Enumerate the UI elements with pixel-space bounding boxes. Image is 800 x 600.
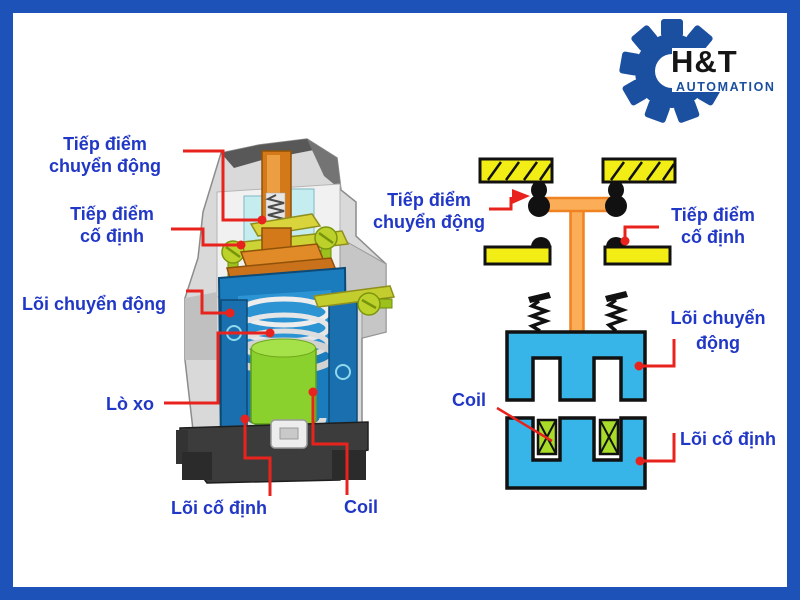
label-right-moving-contact: Tiếp điểm chuyển động bbox=[366, 189, 492, 233]
callout-left-coil bbox=[308, 387, 349, 495]
callout-left-fixed-core bbox=[240, 414, 272, 496]
label-right-fixed-contact: Tiếp điểm cố định bbox=[662, 204, 764, 248]
callout-right-moving-core bbox=[634, 339, 676, 371]
annotation-lines bbox=[164, 149, 676, 496]
callout-left-moving-core bbox=[186, 289, 235, 318]
housing-top-cap-side bbox=[307, 139, 341, 190]
label-left-fixed-core: Lõi cố định bbox=[171, 498, 267, 518]
contactor-schematic-figure bbox=[478, 157, 677, 490]
logo-brand-text: H&T bbox=[671, 44, 738, 79]
label-line: động bbox=[696, 333, 740, 353]
mount-base bbox=[176, 419, 369, 484]
housing-step-left bbox=[185, 292, 217, 360]
screw-far-right bbox=[312, 285, 396, 316]
label-right-coil: Coil bbox=[452, 390, 486, 410]
fixed-core-shape bbox=[505, 416, 647, 490]
label-line: chuyển động bbox=[373, 212, 485, 232]
fixed-terminal-right bbox=[603, 237, 672, 266]
label-line: cố định bbox=[80, 226, 144, 246]
label-line: cố định bbox=[681, 227, 745, 247]
label-line: Tiếp điểm bbox=[671, 205, 755, 225]
logo-subtitle-text: AUTOMATION bbox=[676, 80, 776, 94]
fixed-terminal-left bbox=[483, 237, 552, 266]
moving-core-shape bbox=[505, 330, 647, 402]
label-left-moving-core: Lõi chuyển động bbox=[22, 294, 166, 314]
spring-right bbox=[603, 291, 629, 333]
label-line: Tiếp điểm bbox=[63, 134, 147, 154]
contactor-cutaway-figure bbox=[176, 138, 396, 484]
label-line: Lõi chuyển bbox=[670, 308, 766, 328]
label-left-spring: Lò xo bbox=[106, 394, 154, 414]
callout-right-fixed-contact bbox=[620, 225, 659, 246]
callout-right-fixed-core bbox=[635, 433, 676, 466]
terminal-hatched-left bbox=[478, 157, 554, 184]
terminal-hatched-right bbox=[601, 157, 677, 184]
callout-left-moving-contact bbox=[183, 149, 267, 225]
label-line: Tiếp điểm bbox=[387, 190, 471, 210]
coil-cylinder-green bbox=[239, 338, 327, 437]
label-line: chuyển động bbox=[49, 156, 161, 176]
label-line: Tiếp điểm bbox=[70, 204, 154, 224]
callout-right-moving-contact bbox=[489, 189, 530, 211]
label-left-fixed-contact: Tiếp điểm cố định bbox=[42, 203, 182, 247]
callout-left-spring bbox=[164, 328, 275, 405]
label-left-coil: Coil bbox=[344, 497, 378, 517]
spring-left bbox=[526, 292, 552, 333]
logo-gear-icon bbox=[619, 19, 792, 123]
coil-right bbox=[598, 418, 620, 456]
label-right-fixed-core: Lõi cố định bbox=[680, 429, 776, 449]
label-left-moving-contact: Tiếp điểm chuyển động bbox=[34, 133, 176, 177]
callout-left-fixed-contact bbox=[171, 227, 246, 250]
moving-contact-left bbox=[528, 181, 550, 217]
side-pillar-right bbox=[328, 295, 358, 443]
callout-right-coil bbox=[496, 406, 553, 443]
moving-contact-right bbox=[605, 181, 627, 217]
label-right-moving-core: Lõi chuyển động bbox=[662, 306, 774, 356]
